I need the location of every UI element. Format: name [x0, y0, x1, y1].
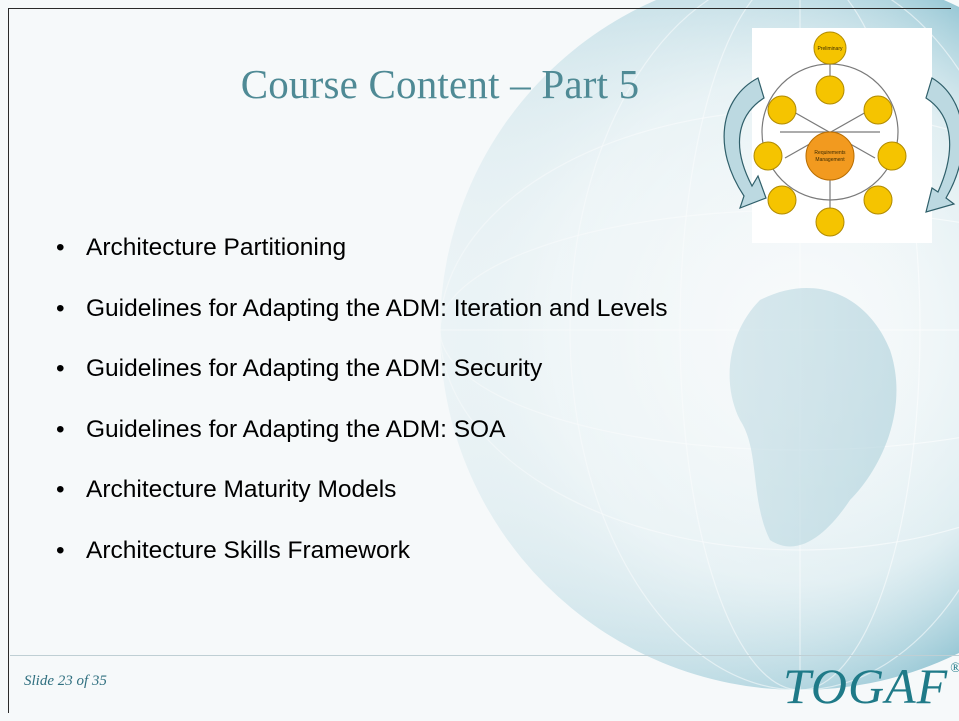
- bullet-item: Guidelines for Adapting the ADM: Securit…: [56, 339, 668, 400]
- svg-text:Management: Management: [815, 157, 845, 163]
- logo-text: TOGAF: [783, 658, 949, 714]
- svg-text:Preliminary: Preliminary: [817, 46, 843, 52]
- bullet-list: Architecture Partitioning Guidelines for…: [56, 218, 668, 581]
- footer-divider: [10, 655, 959, 656]
- adm-cycle-diagram: Requirements Management Preliminary: [723, 28, 959, 243]
- bullet-item: Architecture Skills Framework: [56, 521, 668, 582]
- bullet-item: Guidelines for Adapting the ADM: Iterati…: [56, 279, 668, 340]
- svg-text:Requirements: Requirements: [814, 150, 846, 156]
- slide-total-label: of 35: [76, 673, 107, 689]
- togaf-logo: TOGAF®: [783, 657, 959, 715]
- slide-title: Course Content – Part 5: [240, 61, 640, 107]
- slide-number-label: Slide 23: [24, 673, 73, 689]
- bullet-item: Guidelines for Adapting the ADM: SOA: [56, 400, 668, 461]
- slide-number: Slide 23 of 35: [24, 673, 107, 690]
- bullet-item: Architecture Maturity Models: [56, 460, 668, 521]
- bullet-item: Architecture Partitioning: [56, 218, 668, 279]
- registered-mark: ®: [950, 661, 959, 676]
